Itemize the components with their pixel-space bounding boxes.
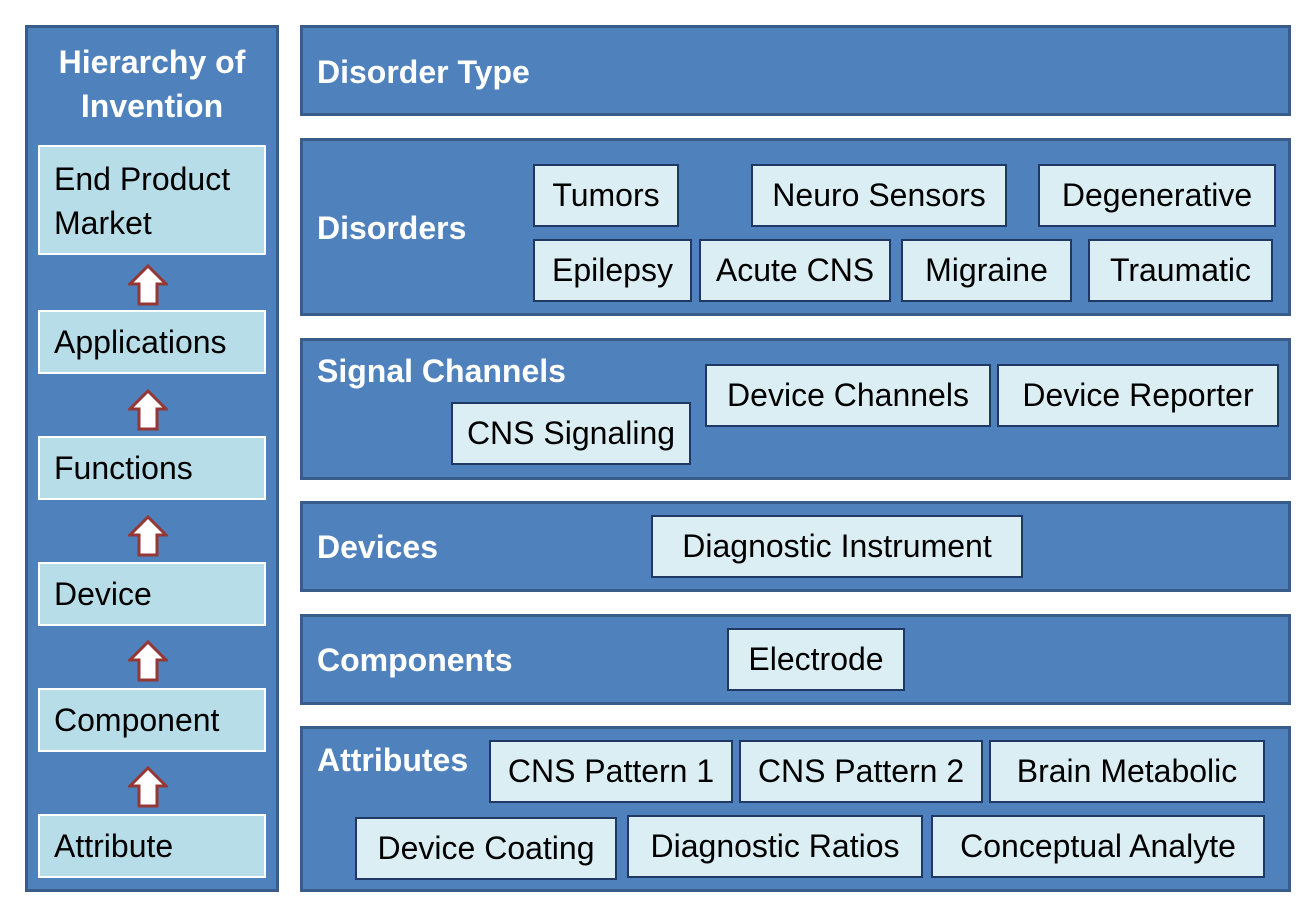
item-cns-pattern-1: CNS Pattern 1 (489, 740, 733, 803)
item-acute-cns: Acute CNS (699, 239, 891, 302)
row-disorder-type: Disorder Type (300, 25, 1291, 116)
row-signal-channels: Signal Channels Device Channels Device R… (300, 338, 1291, 480)
level-applications: Applications (38, 310, 266, 374)
row-title-signal-channels: Signal Channels (317, 353, 566, 389)
up-arrow-icon (128, 389, 168, 431)
level-functions: Functions (38, 436, 266, 500)
row-devices: Devices Diagnostic Instrument (300, 501, 1291, 592)
hierarchy-panel: Hierarchy of Invention End Product Marke… (25, 25, 279, 892)
item-epilepsy: Epilepsy (533, 239, 692, 302)
up-arrow-icon (128, 766, 168, 808)
row-attributes: Attributes CNS Pattern 1 CNS Pattern 2 B… (300, 726, 1291, 892)
item-diagnostic-instrument: Diagnostic Instrument (651, 515, 1023, 578)
row-disorders: Disorders Tumors Neuro Sensors Degenerat… (300, 138, 1291, 316)
hierarchy-title: Hierarchy of Invention (58, 44, 246, 124)
row-title-components: Components (317, 642, 513, 678)
level-device: Device (38, 562, 266, 626)
item-migraine: Migraine (901, 239, 1072, 302)
item-cns-pattern-2: CNS Pattern 2 (739, 740, 983, 803)
item-degenerative: Degenerative (1038, 164, 1276, 227)
item-neuro-sensors: Neuro Sensors (751, 164, 1007, 227)
item-electrode: Electrode (727, 628, 905, 691)
item-tumors: Tumors (533, 164, 679, 227)
level-component: Component (38, 688, 266, 752)
item-cns-signaling: CNS Signaling (451, 402, 691, 465)
item-brain-metabolic: Brain Metabolic (989, 740, 1265, 803)
item-conceptual-analyte: Conceptual Analyte (931, 815, 1265, 878)
item-diagnostic-ratios: Diagnostic Ratios (627, 815, 923, 878)
level-end-product-market: End Product Market (38, 145, 266, 255)
up-arrow-icon (128, 264, 168, 306)
row-title-attributes: Attributes (317, 742, 469, 778)
item-device-coating: Device Coating (355, 817, 617, 880)
item-traumatic: Traumatic (1088, 239, 1273, 302)
up-arrow-icon (128, 515, 168, 557)
item-device-channels: Device Channels (705, 364, 991, 427)
level-attribute: Attribute (38, 814, 266, 878)
row-title-devices: Devices (317, 529, 438, 565)
row-components: Components Electrode (300, 614, 1291, 705)
item-device-reporter: Device Reporter (997, 364, 1279, 427)
row-title-disorders: Disorders (317, 210, 467, 246)
row-title-disorder-type: Disorder Type (317, 54, 530, 90)
up-arrow-icon (128, 640, 168, 682)
